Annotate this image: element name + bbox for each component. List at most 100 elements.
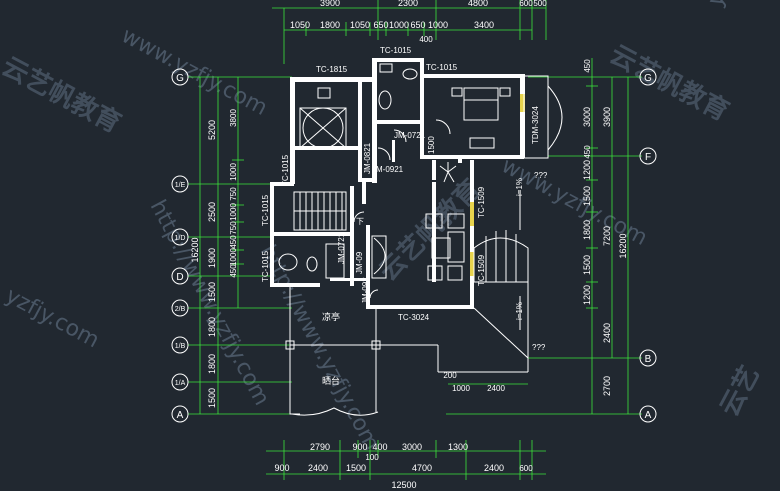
left-inner-1000b: 1000 [229,203,238,221]
top-dim-1000a: 1000 [389,20,409,30]
drawing-labels: TC-1815 TC-1015 TC-1015 JM-0721 JM-0921 … [261,46,548,387]
left-dim-1800b: 1800 [207,354,217,374]
label-q1: ??? [534,171,548,180]
left-dim-1800a: 1800 [207,317,217,337]
axis-label-d: D [176,272,183,283]
watermark-brand-4: 云艺 [715,361,766,421]
exterior-outlines [285,75,563,416]
left-inner-750b: 750 [229,221,238,235]
bottom-dimensions: 2790 900 400 3000 1300 100 900 2400 1500… [274,371,533,490]
watermark-brand-2: 云艺帆教育 [605,39,734,127]
right-inner-1200b: 1200 [582,285,592,305]
right-dimensions: 450 3000 450 1200 1500 1800 1500 1200 24… [582,59,628,396]
left-dimensions: 5200 2500 1900 1500 1800 1800 1500 3800 … [190,109,238,408]
top-dim-3400: 3400 [474,20,494,30]
top-dim-400: 400 [419,35,433,44]
left-dim-1900: 1900 [207,248,217,268]
label-jm0721: JM-0721 [394,131,426,140]
axis-label-g-left: G [176,73,184,84]
watermark-brand-1: 云艺帆教育 [0,51,126,139]
label-tdm3024: TDM-3024 [531,106,540,144]
label-tc1015-v2: TC-1015 [261,194,270,226]
top-dim-1000b: 1000 [428,20,448,30]
axis-label-1e: 1/E [175,182,186,189]
label-1500: 1500 [427,136,436,154]
label-tc1509a: TC-1509 [477,186,486,218]
axis-label-a-right: A [645,410,652,421]
label-tc1015-v3: TC-1015 [261,250,270,282]
left-inner-3800: 3800 [229,109,238,127]
top-dim-1050b: 1050 [350,20,370,30]
watermark-url-4: http://www.yzfjy.com [255,241,384,455]
bottom-dim-2400a: 2400 [308,463,328,473]
small-dim-2400: 2400 [487,384,505,393]
label-tc1015-right: TC-1015 [426,63,458,72]
right-outer-3900: 3900 [602,107,612,127]
top-dim-600: 600 [519,0,533,8]
plant-icon [439,162,457,183]
staircase [293,191,347,231]
left-inner-450a: 450 [229,235,238,249]
watermark-layer: www.yzfjy.com http://www.yzfjy.com www.y… [0,0,766,455]
right-inner-450b: 450 [583,145,592,159]
bottom-dim-1300: 1300 [448,442,468,452]
label-jm0721b: JM-0721 [337,232,346,264]
left-dim-1500: 1500 [207,282,217,302]
small-dim-200: 200 [443,371,457,380]
bottom-dim-2790: 2790 [310,442,330,452]
label-jm092: JM-092 [361,277,370,304]
bottom-dim-4700: 4700 [412,463,432,473]
watermark-brand-3: 云艺帆教育 [373,173,487,287]
bottom-dim-1500: 1500 [346,463,366,473]
top-dim-650b: 650 [410,20,425,30]
watermark-url-6: yzfjy [703,0,749,11]
right-inner-1500b: 1500 [582,255,592,275]
axis-label-1d: 1/D [175,235,186,242]
label-jm09: JM-09 [355,251,364,274]
left-dim-2500: 2500 [207,202,217,222]
right-inner-1500a: 1500 [582,186,592,206]
axis-label-g-right: G [644,73,652,84]
left-inner-450b: 450 [229,264,238,278]
bottom-dim-3000: 3000 [402,442,422,452]
label-tc1509b: TC-1509 [477,254,486,286]
axis-bubbles-right: G F B A [639,68,657,423]
label-q2: ??? [532,343,546,352]
left-inner-1000a: 1000 [229,163,238,181]
label-ipct1: i=1% [515,178,524,196]
axis-label-1a: 1/A [175,380,186,387]
label-jm0921: JM-0921 [372,165,404,174]
top-dim-1050a: 1050 [290,20,310,30]
building-walls [270,58,525,309]
left-inner-1000c: 1000 [229,248,238,266]
label-tc1015-top: TC-1015 [380,46,412,55]
right-outer-7200: 7200 [602,226,612,246]
top-dim-1800: 1800 [320,20,340,30]
axis-label-a-left: A [177,410,184,421]
label-tc1815: TC-1815 [316,65,348,74]
right-inner-450a: 450 [583,59,592,73]
axis-label-f: F [645,152,651,163]
right-inner-2700: 2700 [602,376,612,396]
right-dim-total: 16200 [618,233,628,258]
watermark-url-1: www.yzfjy.com [117,23,271,121]
left-dim-5200: 5200 [207,120,217,140]
axis-bubbles-left: G 1/E 1/D D 2/B 1/B 1/A A [171,68,189,423]
right-inner-3000: 3000 [582,107,592,127]
axis-lines [188,0,642,480]
axis-label-2b: 2/B [175,306,186,313]
axis-label-1b: 1/B [175,343,186,350]
room-terrace: 晒台 [322,375,340,387]
top-dim-2300: 2300 [398,0,418,8]
small-dim-1000: 1000 [452,384,470,393]
right-inner-2400: 2400 [602,323,612,343]
watermark-url-5: yzfjy.com [1,283,103,353]
fixtures [278,63,511,299]
label-jm0821: JM-0821 [363,142,372,174]
bottom-dim-900b: 900 [274,463,289,473]
label-down-arrow: 下 [356,217,364,226]
top-dim-650a: 650 [373,20,388,30]
bottom-dim-total: 12500 [391,480,416,490]
top-dim-500: 500 [533,0,547,8]
